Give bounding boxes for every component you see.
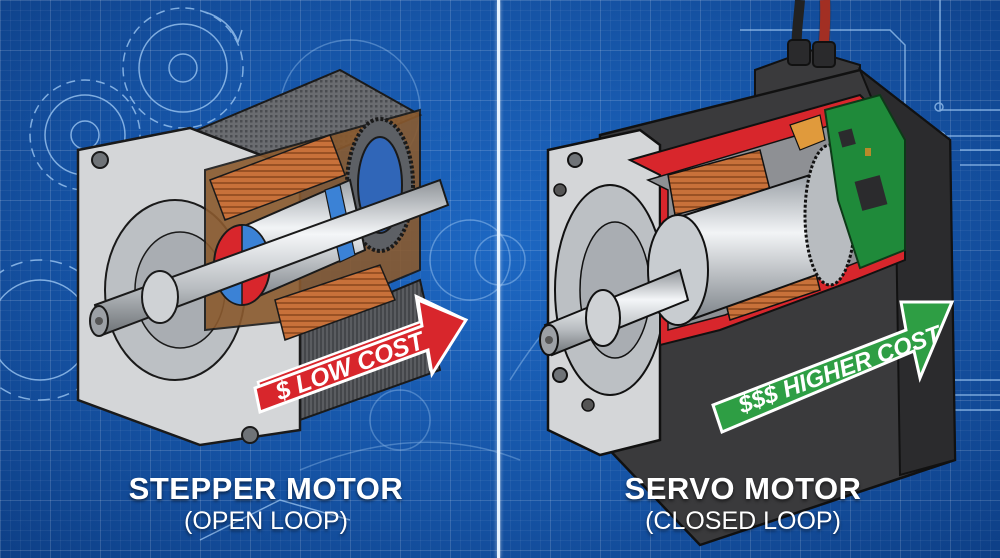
servo-title: SERVO MOTOR [624,471,862,506]
panel-divider [497,0,500,558]
servo-caption: SERVO MOTOR (CLOSED LOOP) [503,472,983,536]
higher-cost-arrow [711,300,955,435]
servo-subtitle: (CLOSED LOOP) [645,507,841,535]
stepper-motor-illustration [76,68,469,447]
stepper-title: STEPPER MOTOR [128,471,404,506]
stepper-caption: STEPPER MOTOR (OPEN LOOP) [26,472,506,536]
stepper-subtitle: (OPEN LOOP) [184,507,348,535]
servo-motor-illustration [539,0,957,547]
